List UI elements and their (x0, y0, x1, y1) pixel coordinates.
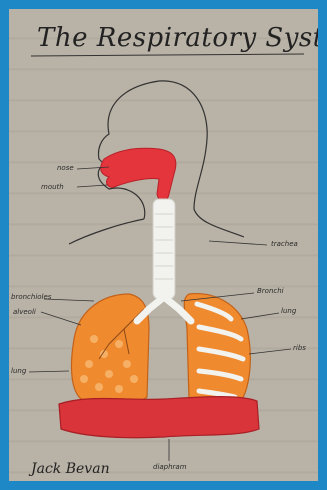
label-lung-left: lung (11, 367, 26, 375)
label-bronchi: Bronchi (257, 287, 284, 295)
label-lung-right: lung (281, 307, 296, 315)
label-ribs: ribs (293, 344, 306, 352)
author-signature: Jack Bevan (31, 461, 141, 481)
label-alveoli: alveoli (13, 308, 36, 316)
diaphragm-model (59, 397, 259, 438)
cardboard-poster: The Respiratory System (9, 9, 318, 481)
label-nose: nose (57, 164, 74, 172)
label-trachea: trachea (271, 240, 298, 248)
title-underline (31, 54, 304, 56)
label-diaphragm: diaphram (153, 463, 187, 471)
label-bronchioles: bronchioles (11, 293, 51, 301)
label-mouth: mouth (41, 183, 64, 191)
shoulder-outline (69, 219, 144, 244)
nose-mouth-model (101, 148, 176, 201)
left-lung-model (71, 294, 149, 404)
